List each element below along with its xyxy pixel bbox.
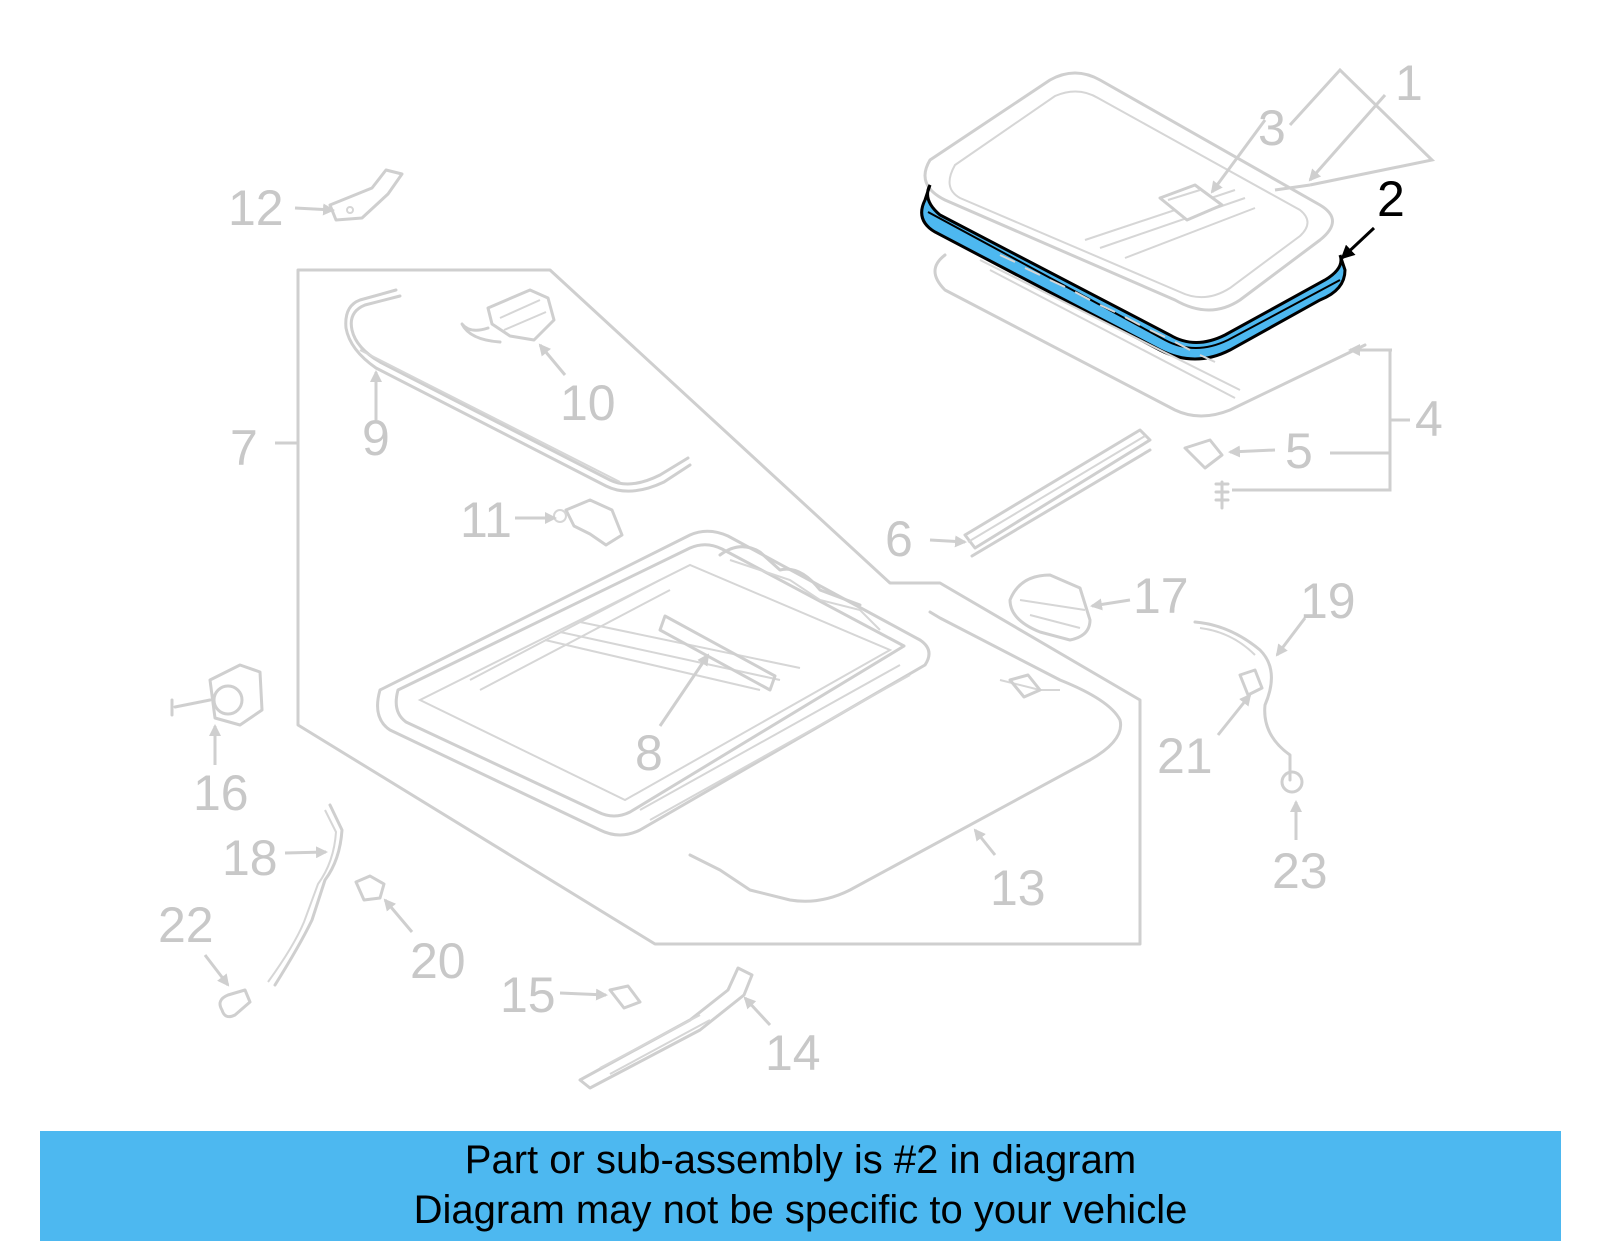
callout-8: 8 bbox=[635, 725, 663, 781]
callout-4: 4 bbox=[1415, 391, 1443, 447]
part-13-cable bbox=[688, 610, 1123, 903]
part-9-deflector bbox=[344, 288, 692, 493]
bracket-1 bbox=[1288, 67, 1436, 187]
callout-14: 14 bbox=[765, 1025, 821, 1081]
part-11-clip bbox=[553, 498, 624, 547]
part-5-clip bbox=[1183, 438, 1230, 510]
part-1-glass bbox=[923, 71, 1334, 312]
leader-2 bbox=[1340, 226, 1376, 260]
part-18-hose bbox=[218, 803, 344, 1019]
callout-3: 3 bbox=[1258, 100, 1286, 156]
part-12-bracket bbox=[328, 168, 404, 222]
callout-23: 23 bbox=[1272, 843, 1328, 899]
part-14-rail bbox=[578, 966, 754, 1090]
part-20-grommet bbox=[354, 874, 386, 902]
part-16-motor bbox=[170, 663, 264, 727]
info-banner: Part or sub-assembly is #2 in diagram Di… bbox=[40, 1131, 1561, 1241]
part-17-motor bbox=[1008, 573, 1092, 642]
part-10-bracket bbox=[460, 288, 556, 344]
callout-20: 20 bbox=[410, 933, 466, 989]
callout-6: 6 bbox=[885, 511, 913, 567]
banner-line-1: Part or sub-assembly is #2 in diagram bbox=[464, 1138, 1137, 1182]
frame-assembly-outline bbox=[296, 268, 1142, 946]
banner-line-2: Diagram may not be specific to your vehi… bbox=[413, 1188, 1188, 1232]
part-19-hose bbox=[1193, 620, 1304, 794]
callout-15: 15 bbox=[500, 967, 556, 1023]
callout-21: 21 bbox=[1157, 728, 1213, 784]
callout-13: 13 bbox=[990, 860, 1046, 916]
callout-22: 22 bbox=[158, 897, 214, 953]
parts-diagram: 1 2 3 4 5 6 7 8 9 10 11 12 13 14 15 16 1… bbox=[158, 55, 1443, 1090]
part-6-rail bbox=[963, 428, 1152, 558]
callout-7: 7 bbox=[230, 420, 258, 476]
callout-16: 16 bbox=[193, 765, 249, 821]
part-2-seal bbox=[920, 184, 1347, 361]
callout-19: 19 bbox=[1300, 573, 1356, 629]
part-15-clip bbox=[608, 984, 642, 1010]
callout-17: 17 bbox=[1133, 568, 1189, 624]
callout-12: 12 bbox=[228, 180, 284, 236]
callout-11: 11 bbox=[460, 492, 512, 548]
callout-1: 1 bbox=[1395, 55, 1423, 111]
callout-5: 5 bbox=[1285, 423, 1313, 479]
part-8-frame bbox=[376, 529, 931, 837]
callout-18: 18 bbox=[222, 830, 278, 886]
part-4-frame bbox=[933, 253, 1367, 418]
callout-2: 2 bbox=[1377, 171, 1405, 227]
callout-10: 10 bbox=[560, 375, 616, 431]
callout-9: 9 bbox=[362, 410, 390, 466]
